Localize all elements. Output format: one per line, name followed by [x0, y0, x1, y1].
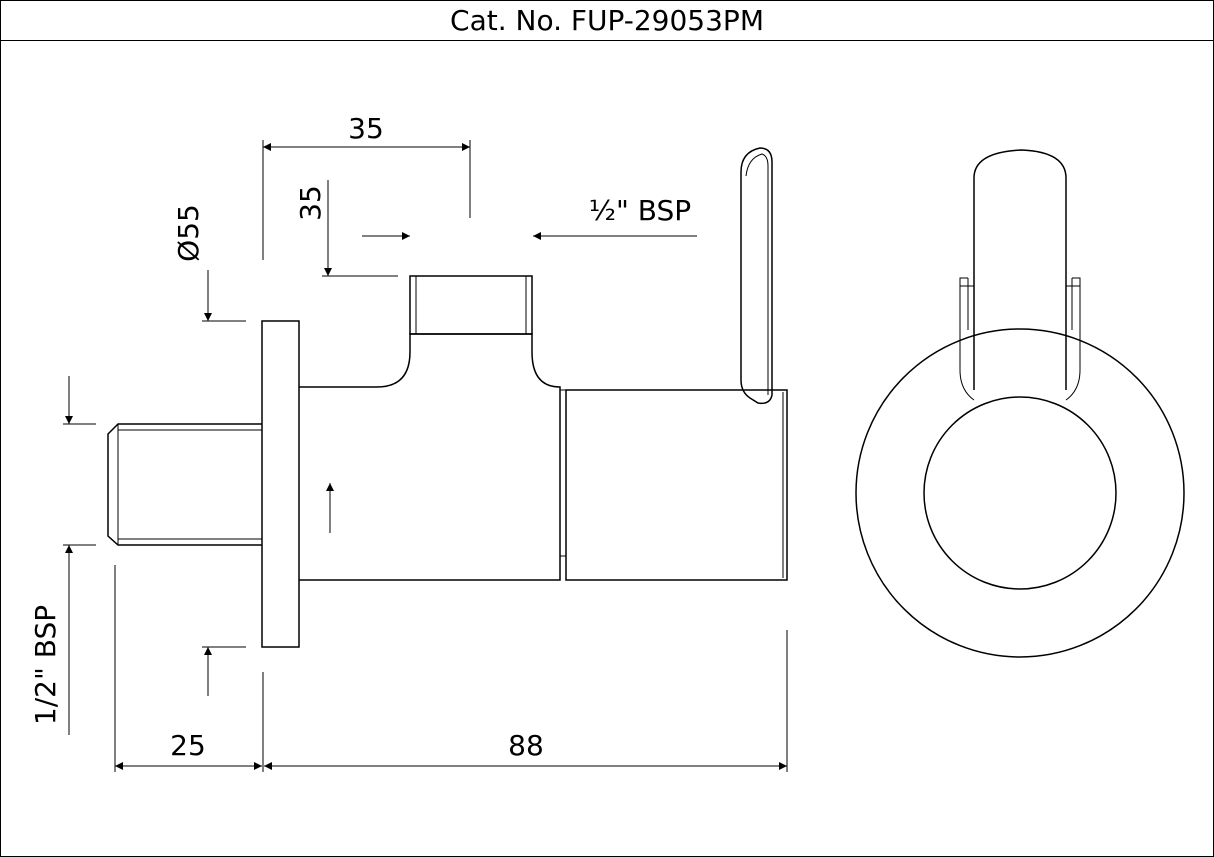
dim-label-top-width: 35 — [348, 112, 384, 145]
dim-body-length: 88 — [264, 630, 788, 772]
handle-cylinder — [565, 389, 788, 581]
front-view — [855, 149, 1185, 658]
dim-inlet-thread: 1/2" BSP — [29, 376, 96, 735]
dim-label-flange-diameter: Ø55 — [172, 204, 205, 262]
body-circle — [923, 396, 1117, 590]
inlet-thread — [107, 423, 262, 546]
dim-label-inlet-length: 25 — [170, 729, 206, 762]
handle-lever — [740, 147, 773, 405]
dim-top-width: 35 — [262, 112, 471, 260]
dim-inlet-length: 25 — [114, 565, 264, 772]
flange-circle — [855, 328, 1185, 658]
dim-outlet-thread: ½" BSP — [533, 194, 697, 240]
dim-vertical-offset: 35 — [294, 180, 410, 277]
dim-label-vertical-offset: 35 — [294, 185, 327, 221]
dim-label-inlet-thread: 1/2" BSP — [29, 605, 62, 725]
wall-flange — [261, 320, 300, 648]
outlet-thread — [409, 275, 533, 335]
title-bar: Cat. No. FUP-29053PM — [1, 1, 1213, 41]
dim-label-outlet-thread: ½" BSP — [589, 194, 691, 227]
dim-label-body-length: 88 — [508, 729, 544, 762]
catalog-number: Cat. No. FUP-29053PM — [450, 4, 764, 37]
dim-flange-diameter: Ø55 — [172, 204, 246, 696]
valve-body — [299, 333, 566, 581]
side-view — [107, 147, 788, 648]
